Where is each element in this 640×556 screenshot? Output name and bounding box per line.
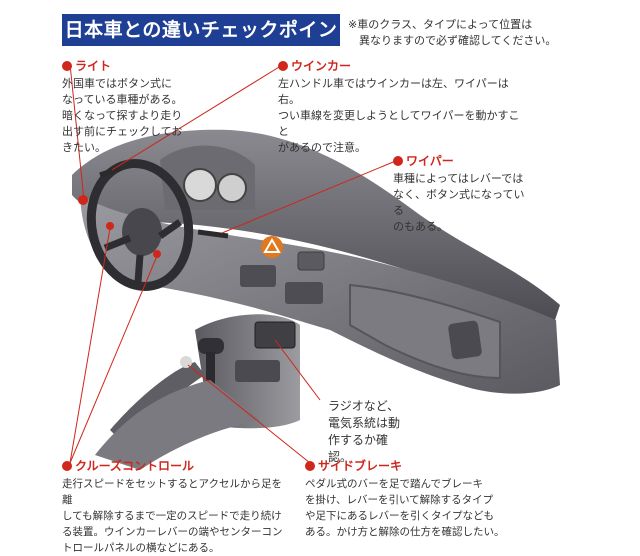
brake-description: ペダル式のバーを足で踏んでブレーキ を掛け、レバーを引いて解除するタイプ や足下… <box>305 478 505 538</box>
red-dot-icon <box>305 461 315 471</box>
gear-knob <box>198 338 224 354</box>
hazard-icon <box>263 238 281 253</box>
steering-spoke <box>103 219 183 283</box>
winker-callout-line <box>111 63 285 171</box>
light-callout-line <box>69 63 85 201</box>
position-note: ※車のクラス、タイプによって位置は 異なりますので必ず確認してください。 <box>348 17 556 49</box>
wiper-heading: ワイパー <box>406 154 454 168</box>
tachometer <box>183 168 217 202</box>
cruise-callout-line-2 <box>69 255 158 464</box>
callout-winker: ウインカー 左ハンドル車ではウインカーは左、ワイパーは右。 つい車線を変更しよう… <box>278 58 528 156</box>
steering-wheel-rim <box>86 159 194 291</box>
light-switch-marker <box>78 195 88 205</box>
red-dot-icon <box>62 61 72 71</box>
callout-cruise-control: クルーズコントロール 走行スピードをセットするとアクセルから足を離 しても解除す… <box>62 458 290 556</box>
wiper-callout-line <box>221 159 399 234</box>
callout-lines <box>69 63 399 464</box>
light-heading: ライト <box>75 59 112 73</box>
red-dot-icon <box>278 61 288 71</box>
wiper-description: 車種によってはレバーでは なく、ボタン式になっている のもある。 <box>393 172 525 233</box>
winker-description: 左ハンドル車ではウインカーは左、ワイパーは右。 つい車線を変更しようとしてワイパ… <box>278 77 520 154</box>
red-dot-icon <box>62 461 72 471</box>
steering-wheel-hub <box>122 208 162 256</box>
winker-heading: ウインカー <box>291 59 352 73</box>
wiper-stalk <box>197 229 229 239</box>
note-line-1: ※車のクラス、タイプによって位置は <box>348 18 533 31</box>
brake-callout-line <box>187 364 311 464</box>
cruise-button-marker-2 <box>153 250 161 258</box>
right-vent <box>448 320 482 360</box>
cruise-heading: クルーズコントロール <box>75 459 195 473</box>
brake-lever-knob <box>180 356 192 368</box>
radio-callout-line <box>274 339 321 401</box>
brake-heading: サイドブレーキ <box>318 459 403 473</box>
radio-description: ラジオなど、 電気系統は動 作するか確認。 <box>328 399 401 464</box>
winker-stalk <box>99 165 121 178</box>
speedometer <box>217 173 247 203</box>
center-vent-right <box>285 282 323 304</box>
console-slot <box>235 360 280 382</box>
console-floor <box>95 380 260 470</box>
gear-shaft <box>206 352 215 392</box>
radio-unit <box>254 321 296 349</box>
callout-side-brake: サイドブレーキ ペダル式のバーを足で踏んでブレーキ を掛け、レバーを引いて解除す… <box>305 458 505 540</box>
small-display <box>297 251 325 271</box>
center-vent-left <box>240 265 276 287</box>
callout-wiper: ワイパー 車種によってはレバーでは なく、ボタン式になっている のもある。 <box>393 153 533 235</box>
note-line-2: 異なりますので必ず確認してください。 <box>359 34 557 47</box>
callout-light: ライト 外国車ではボタン式に なっている車種がある。 暗くなって探すより走り 出… <box>62 58 192 156</box>
light-description: 外国車ではボタン式に なっている車種がある。 暗くなって探すより走り 出す前にチ… <box>62 77 183 154</box>
callout-radio: ラジオなど、 電気系統は動 作するか確認。 <box>328 398 408 466</box>
cruise-description: 走行スピードをセットするとアクセルから足を離 しても解除するまで一定のスピードで… <box>62 478 283 554</box>
page-title: 日本車との違いチェックポイント <box>62 14 340 73</box>
red-dot-icon <box>393 156 403 166</box>
cruise-callout-line <box>69 227 111 464</box>
cruise-button-marker <box>106 222 114 230</box>
